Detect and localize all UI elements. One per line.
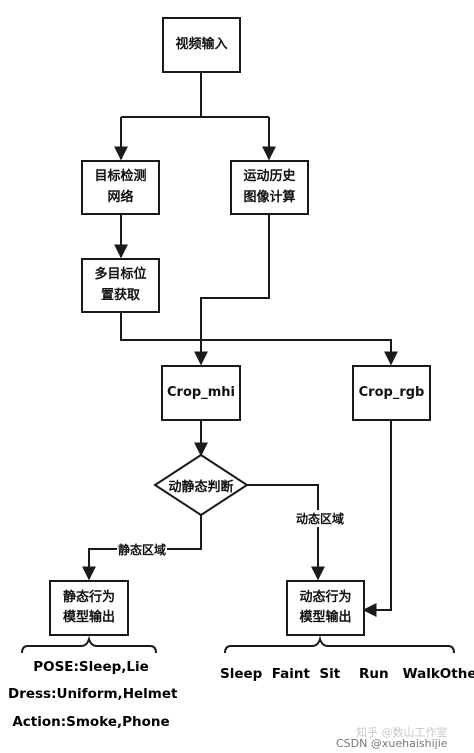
static-output-dress: Dress:Uniform,Helmet [8,686,178,702]
static-behavior-model-box: 静态行为 模型输出 [49,580,129,636]
dynamic-region-label: 动态区域 [295,510,346,527]
dynamic-output-brace [224,635,455,654]
static-output-action: Action:Smoke,Phone [12,714,170,730]
zhihu-watermark: 知乎 @数山工作室 [356,726,448,739]
static-output-pose: POSE:Sleep,Lie [33,659,149,675]
edge-judge-to-dynamic [247,484,325,581]
crop-mhi-box: Crop_mhi [161,365,241,421]
dynamic-behavior-model-box: 动态行为 模型输出 [286,580,365,636]
object-detection-network-box: 目标检测 网络 [81,160,160,215]
video-input-box: 视频输入 [162,17,241,73]
multi-target-position-box: 多目标位 置获取 [81,258,160,313]
edge-multi-to-croprgb [120,312,398,366]
edge-croprgb-to-dynamic [362,420,392,617]
crop-rgb-box: Crop_rgb [352,365,431,421]
judge-diamond [153,453,249,517]
edge-motion-to-cropmhi [194,214,270,366]
dynamic-output-classes: Sleep Faint Sit Run WalkOther [220,666,474,682]
csdn-watermark: CSDN @xuehaishijie [336,737,448,750]
motion-history-image-box: 运动历史 图像计算 [230,160,309,215]
static-output-brace [21,635,157,654]
static-region-label: 静态区域 [117,541,168,558]
judge-diamond-label: 动静态判断 [168,479,234,495]
